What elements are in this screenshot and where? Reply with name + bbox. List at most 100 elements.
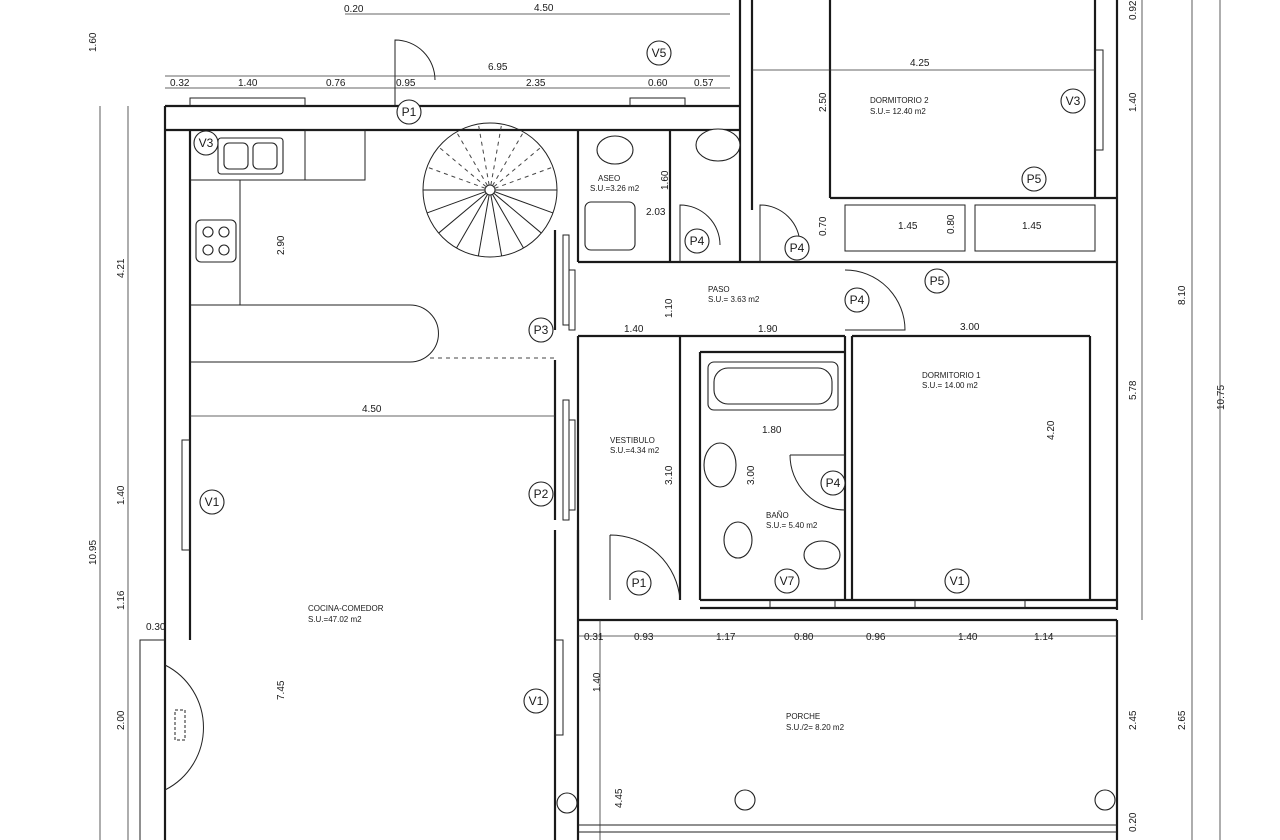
stair-tread [438,146,487,188]
opening-tag-label: V1 [529,694,544,708]
opening-tag-label: P2 [534,487,549,501]
room-area-bano: S.U.= 5.40 m2 [766,521,818,530]
dim-label: 0.31 [584,632,604,643]
opening-tag: P1 [626,570,652,596]
dim-label: 4.21 [116,258,127,278]
opening-tag: V3 [193,130,219,156]
opening-tag-label: P4 [850,293,865,307]
spiral-staircase [422,122,558,258]
opening-tag: P5 [1021,166,1047,192]
dim-label: 5.78 [1128,380,1139,400]
dim-label: 6.95 [488,62,508,73]
windows [181,49,1104,736]
column-icon [734,789,756,811]
dim-label: 8.10 [1177,285,1188,305]
dim-label: 1.40 [116,485,127,505]
washbasin-icon [703,442,737,488]
opening-tag-label: P3 [534,323,549,337]
cooktop-icon [195,219,237,263]
room-name-dormitorio2: DORMITORIO 2 [870,96,929,105]
stair-tread [426,191,486,214]
fixtures [195,128,1116,814]
dim-label: 1.40 [1128,92,1139,112]
room-name-paso: PASO [708,285,730,294]
dim-label: 10.75 [1216,385,1227,410]
stair-tread [493,192,542,234]
opening-tag: V5 [646,40,672,66]
dim-label: 1.80 [762,425,782,436]
dim-label: 1.60 [660,170,671,190]
opening-tag: P3 [528,317,554,343]
stair-tread [490,123,503,186]
dim-label: 0.70 [818,216,829,236]
dim-label: 0.20 [1128,812,1139,832]
column-icon [1094,789,1116,811]
opening-tag-label: P1 [402,105,417,119]
stair-tread [477,194,490,257]
room-area-dormitorio1: S.U.= 14.00 m2 [922,381,978,390]
dim-label: 0.80 [794,632,814,643]
stair-tread [493,146,542,188]
dim-label: 0.60 [648,78,668,89]
opening-tag-label: V7 [780,574,795,588]
room-name-aseo: ASEO [598,174,620,183]
dim-label: 2.50 [818,92,829,112]
dim-label: 2.65 [1177,710,1188,730]
opening-tag: V1 [944,568,970,594]
stair-tread [492,131,524,186]
dim-label: 1.40 [238,78,258,89]
opening-tag-label: P5 [1027,172,1042,186]
dim-label: 1.14 [1034,632,1054,643]
room-area-vestibulo: S.U.=4.34 m2 [610,446,660,455]
dimension-lines [99,0,1221,840]
dim-label: 0.57 [694,78,714,89]
dim-label: 1.40 [624,324,644,335]
dim-label: 1.45 [898,221,918,232]
stair-tread [456,131,488,186]
room-area-dormitorio2: S.U.= 12.40 m2 [870,107,926,116]
dim-label: 3.00 [960,322,980,333]
opening-tag-label: V3 [199,136,214,150]
dim-label: 1.17 [716,632,736,643]
room-name-porche: PORCHE [786,712,820,721]
opening-tag-label: P4 [690,234,705,248]
opening-tag: P4 [684,228,710,254]
column-icon [556,792,578,814]
dim-label: 0.20 [344,4,364,15]
room-area-paso: S.U.= 3.63 m2 [708,295,760,304]
opening-tag: P4 [844,287,870,313]
stair-tread [477,123,490,186]
dim-label: 2.90 [276,235,287,255]
room-name-dormitorio1: DORMITORIO 1 [922,371,981,380]
dim-label: 1.45 [1022,221,1042,232]
room-area-aseo: S.U.=3.26 m2 [590,184,640,193]
dim-label: 0.95 [396,78,416,89]
opening-tag-label: V1 [950,574,965,588]
dim-label: 1.10 [664,298,675,318]
dim-label: 4.45 [614,788,625,808]
dim-label: 2.00 [116,710,127,730]
dim-label: 3.10 [664,465,675,485]
dim-label: 4.50 [362,404,382,415]
room-name-bano: BAÑO [766,511,789,520]
dim-label: 4.20 [1046,420,1057,440]
opening-tag: P4 [784,235,810,261]
opening-tag: V1 [199,489,225,515]
opening-tag-label: P4 [790,241,805,255]
opening-tag-label: P5 [930,274,945,288]
opening-tag-label: V1 [205,495,220,509]
dim-label: 1.40 [958,632,978,643]
room-name-vestibulo: VESTIBULO [610,436,655,445]
dim-label: 1.60 [88,32,99,52]
dim-label: 0.76 [326,78,346,89]
stair-tread [438,192,487,234]
opening-tag-label: P1 [632,576,647,590]
dim-label: 0.30 [146,622,166,633]
dim-label: 4.25 [910,58,930,69]
dim-label: 1.40 [592,672,603,692]
opening-tag: V7 [774,568,800,594]
dim-label: 1.16 [116,590,127,610]
doors [394,39,906,601]
